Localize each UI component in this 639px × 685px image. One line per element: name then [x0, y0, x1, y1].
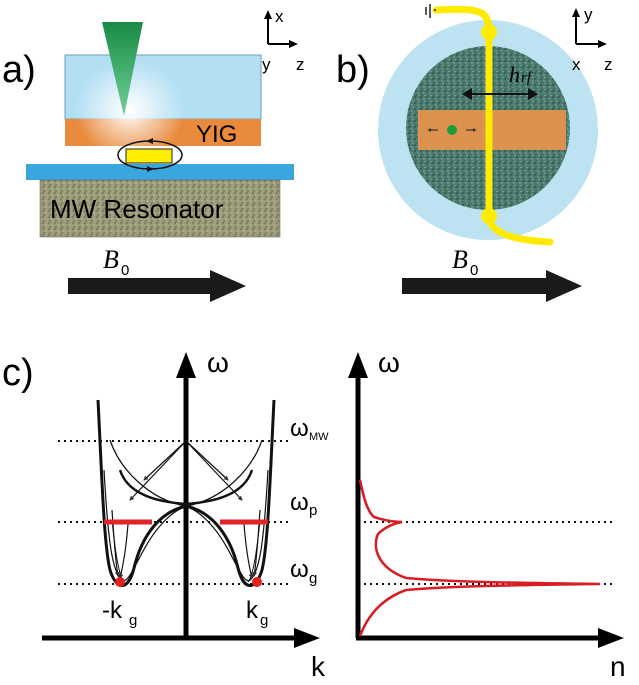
kg-left-label: -k [102, 597, 123, 624]
wire-node-top [481, 24, 497, 40]
mw-resonator [39, 179, 281, 238]
level-g-label: ω [290, 556, 309, 583]
axis-b-z-arrow [598, 40, 607, 48]
axis-a-z: z [296, 55, 305, 74]
left-y-label: ω [207, 347, 229, 378]
laser-beam [102, 22, 143, 116]
axis-a-y: y [262, 55, 271, 74]
panel-c-label: c) [2, 352, 34, 394]
left-x-label: k [311, 651, 326, 682]
condensate-dot-right [252, 577, 262, 587]
right-x-label: n [610, 651, 626, 682]
loop-arrow-top [146, 138, 153, 144]
stripline [125, 148, 173, 164]
left-y-arrow [176, 352, 196, 378]
panel-b: b) h rf y x z [336, 4, 613, 302]
panel-a: a) YIG MW Resonator x y z B 0 [2, 7, 305, 302]
loop-arrow-bottom [147, 166, 154, 172]
axis-a-z-arrow [289, 40, 298, 48]
right-y-label: ω [378, 347, 400, 378]
level-p-sub: p [309, 502, 317, 519]
b0-sub-b: 0 [470, 262, 478, 279]
kg-right-sub: g [260, 612, 268, 629]
yig-label: YIG [196, 121, 237, 148]
panel-b-label: b) [336, 49, 370, 91]
metal-layer [26, 164, 294, 180]
hrf-sub: rf [521, 70, 533, 86]
resonator-label: MW Resonator [50, 194, 224, 224]
b0-sub-a: 0 [121, 262, 129, 279]
scattering-arrows [111, 440, 261, 579]
occupation-curve [358, 479, 601, 637]
laser-glow [75, 60, 185, 160]
axis-b-z: z [604, 55, 613, 74]
probe-spot [447, 125, 457, 135]
b0-arrow-a [68, 270, 246, 302]
axis-b-y-arrow [572, 8, 580, 17]
level-mw-sub: MW [309, 431, 329, 443]
kg-left-sub: g [129, 612, 137, 629]
b0-arrow-b [402, 270, 582, 302]
axes-b [575, 14, 601, 45]
b0-label-a: B [103, 245, 119, 274]
level-g-sub: g [309, 570, 317, 587]
panel-c: c) ω k [2, 347, 626, 682]
panel-a-label: a) [2, 49, 36, 91]
hrf-label: h [509, 62, 520, 87]
left-x-arrow [294, 628, 320, 648]
right-y-arrow [348, 352, 368, 378]
level-p-label: ω [290, 489, 309, 516]
axis-a-x: x [275, 7, 284, 26]
axis-b-y: y [584, 5, 593, 24]
dispersion-curves [96, 399, 276, 587]
antenna-wire [432, 5, 554, 246]
condensate-dot-left [115, 577, 125, 587]
hrf-arrow-right [528, 88, 538, 100]
axis-b-x: x [572, 55, 581, 74]
hrf-arrow-left [462, 88, 472, 100]
right-x-arrow [598, 628, 624, 648]
level-mw-label: ω [290, 415, 309, 442]
axis-a-x-arrow [264, 10, 272, 19]
wire-node-bottom [481, 208, 497, 224]
kg-right-label: k [246, 597, 259, 624]
ground-symbol [425, 4, 436, 18]
b0-label-b: B [452, 245, 468, 274]
axes-a [267, 16, 292, 45]
